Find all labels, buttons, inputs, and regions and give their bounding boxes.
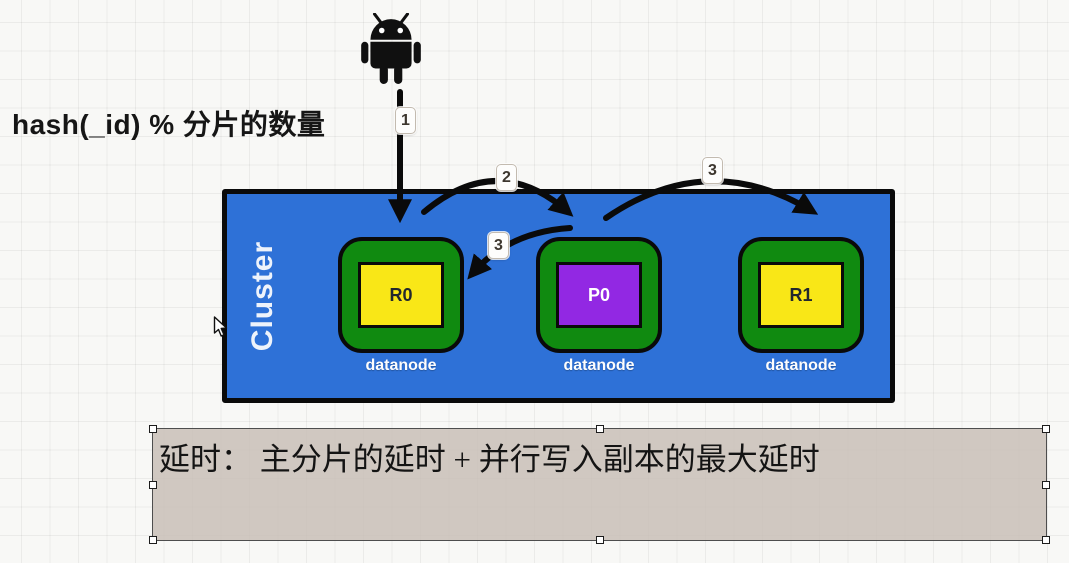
formula-text[interactable]: hash(_id) % 分片的数量 [12, 109, 326, 140]
selection-handle[interactable] [595, 536, 604, 544]
datanode-box-r0[interactable]: R0 [338, 237, 464, 353]
selection-handle[interactable] [149, 425, 157, 433]
mouse-cursor-icon [213, 316, 228, 337]
selection-handle[interactable] [1042, 536, 1050, 544]
shard-p0[interactable]: P0 [556, 262, 642, 328]
step-badge-3-to-r0: 3 [488, 232, 509, 259]
shard-r0[interactable]: R0 [358, 262, 444, 328]
selection-handle[interactable] [149, 480, 157, 489]
step-badge-3-to-r1: 3 [702, 157, 723, 184]
note-text: 延时： 主分片的延时 + 并行写入副本的最大延时 [159, 442, 820, 477]
selection-handle[interactable] [149, 536, 157, 544]
datanode-label: datanode [765, 357, 837, 374]
selection-handle[interactable] [1042, 425, 1050, 433]
datanode-label: datanode [365, 357, 437, 374]
datanode-box-r1[interactable]: R1 [738, 237, 864, 353]
step-badge-2: 2 [496, 164, 517, 191]
datanode-label: datanode [563, 357, 635, 374]
step-badge-1: 1 [395, 107, 416, 134]
note-textbox[interactable]: 延时： 主分片的延时 + 并行写入副本的最大延时 [149, 425, 1050, 544]
datanode-box-p0[interactable]: P0 [536, 237, 662, 353]
cluster-label: Cluster [246, 240, 279, 352]
selection-handle[interactable] [595, 425, 604, 433]
android-robot-icon[interactable] [360, 13, 422, 85]
selection-handle[interactable] [1042, 480, 1050, 489]
shard-r1[interactable]: R1 [758, 262, 844, 328]
